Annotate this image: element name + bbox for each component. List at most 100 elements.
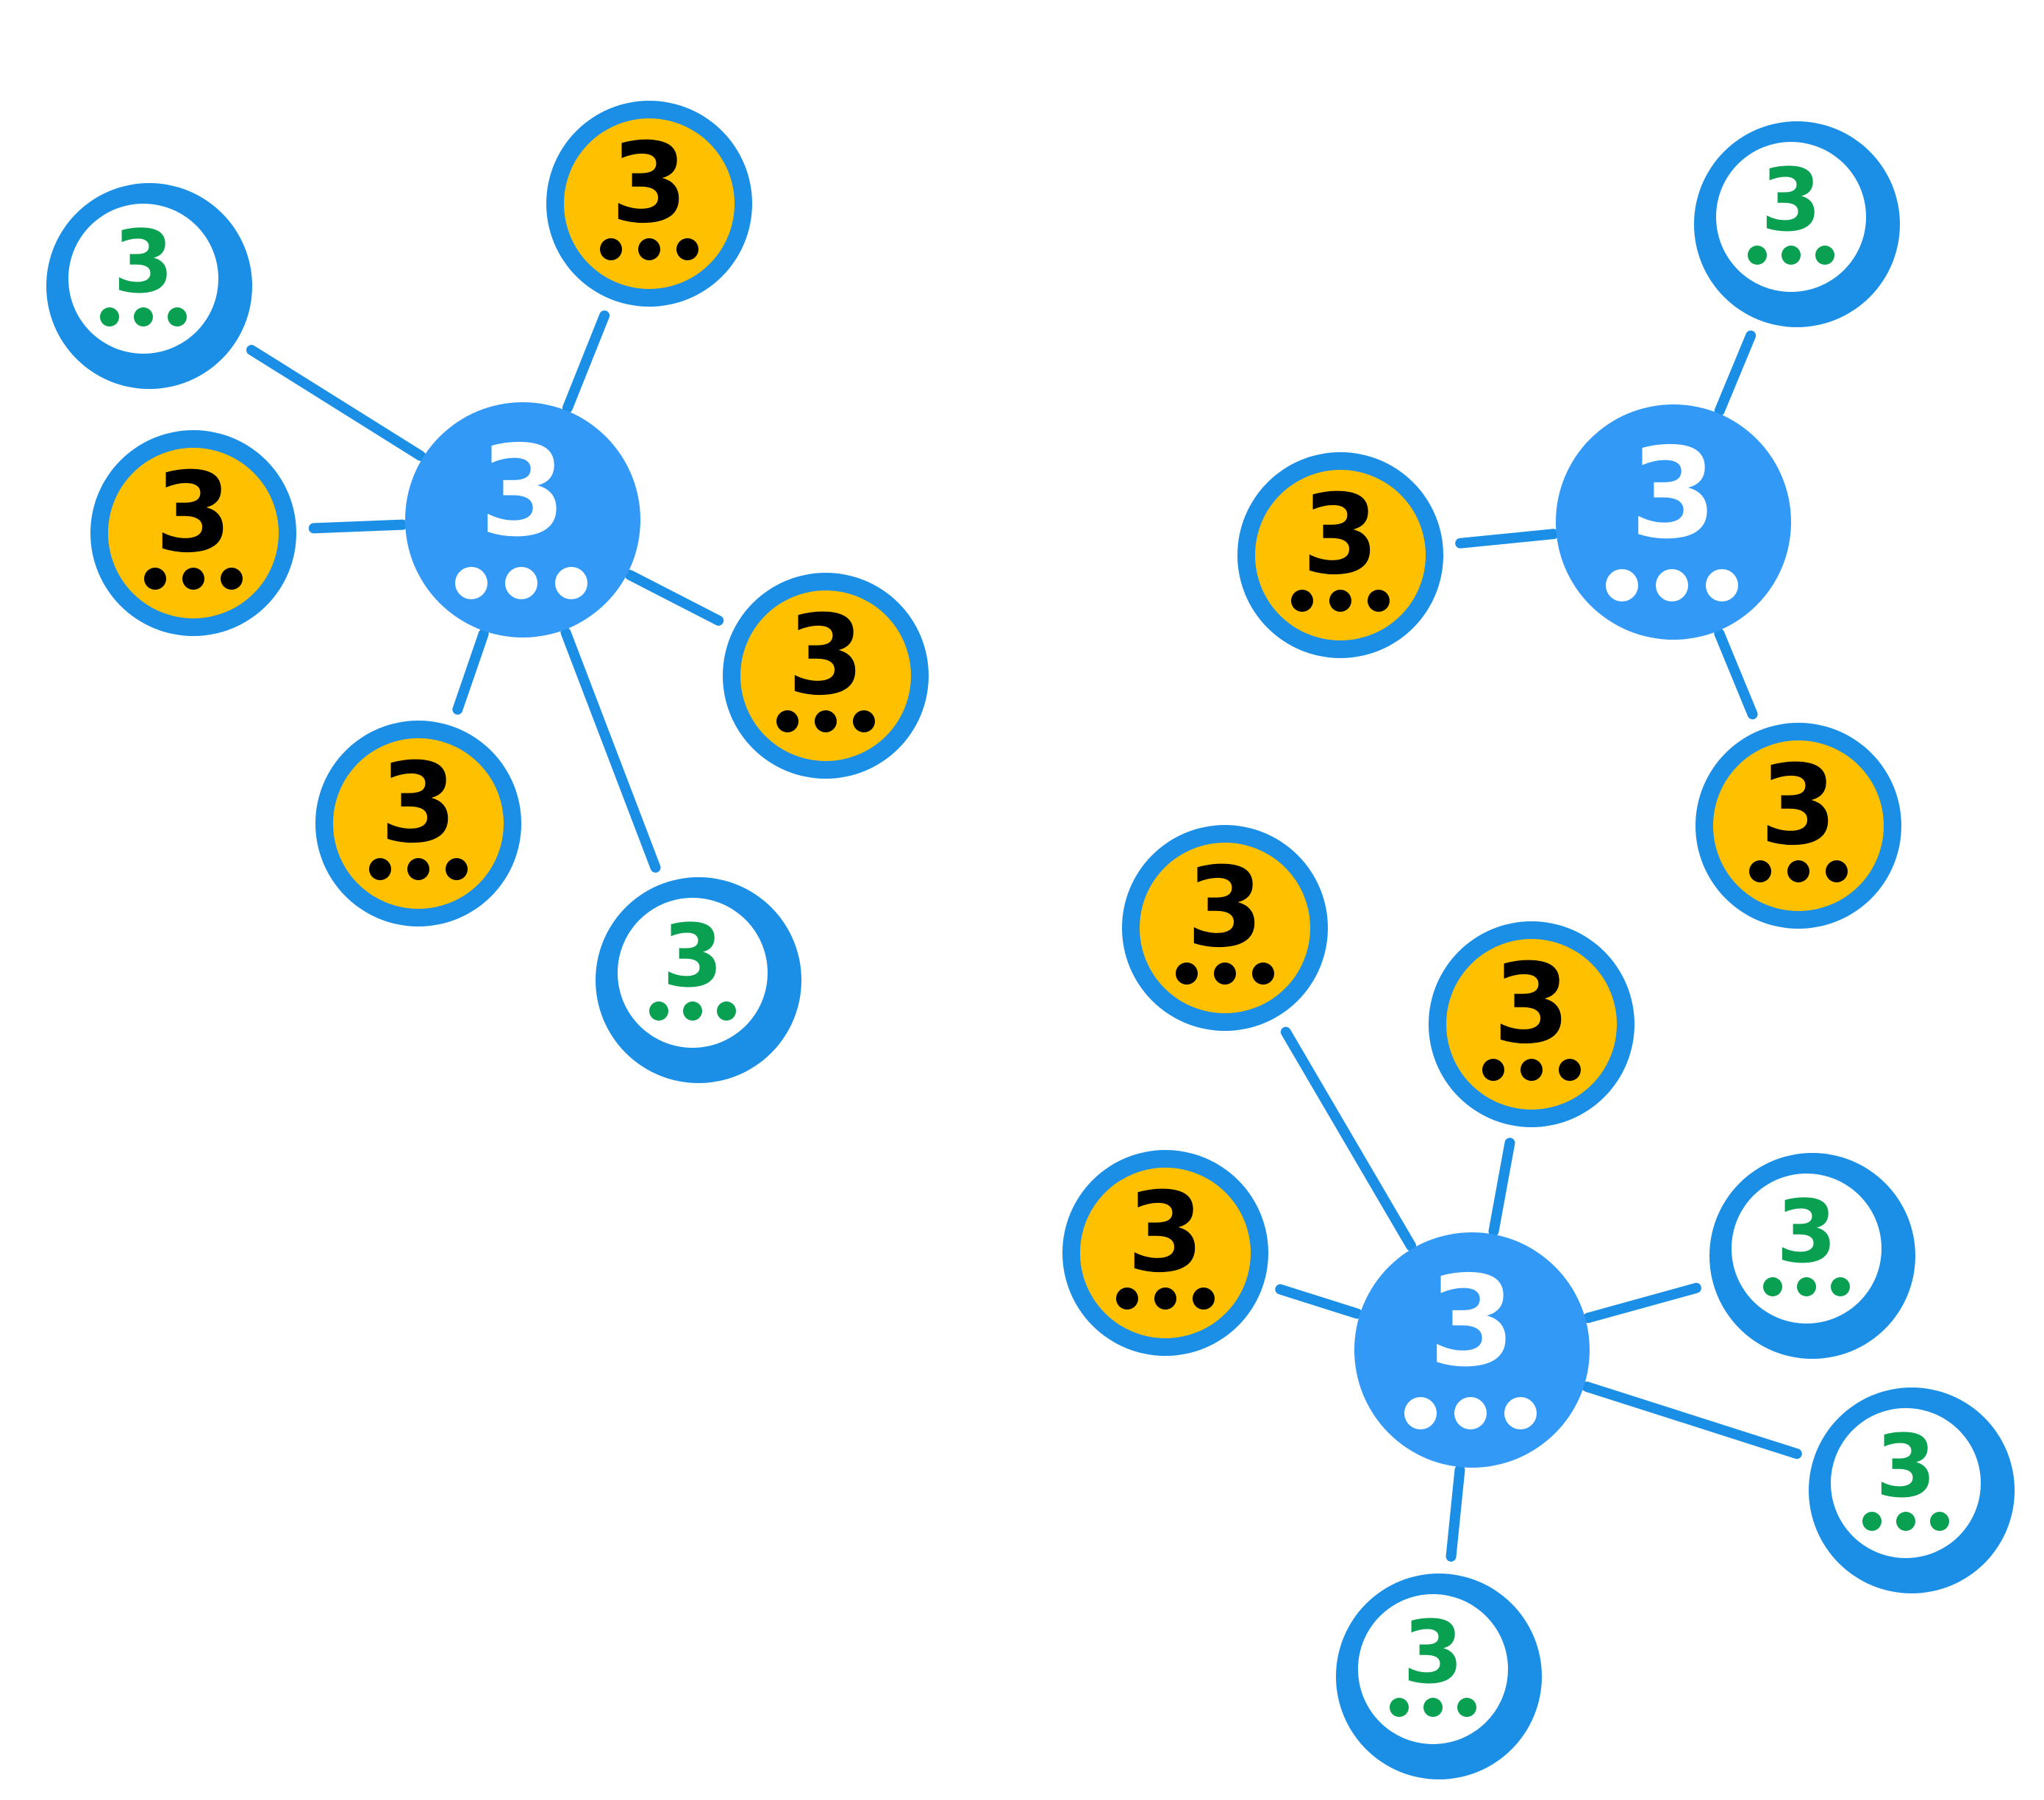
cluster-bottom-leaf-node-6-dot-3 [1457, 1698, 1476, 1717]
cluster-bottom-hub-node-dot-1 [1404, 1397, 1437, 1429]
cluster-top-right-leaf-node-1-dot-2 [1782, 246, 1801, 265]
cluster-bottom-hub-node: 3 [1354, 1232, 1590, 1468]
cluster-top-left-leaf-node-1-dot-2 [134, 307, 153, 326]
cluster-bottom-leaf-node-5: 3 [1809, 1388, 2015, 1593]
cluster-top-left-leaf-node-1-dot-1 [100, 307, 119, 326]
cluster-top-right-leaf-node-3-label: 3 [1760, 742, 1837, 870]
cluster-top-left-leaf-node-6-dot-3 [717, 1001, 736, 1021]
cluster-top-left-edge-5 [452, 629, 489, 715]
cluster-top-left-leaf-node-2: 3 [546, 101, 752, 307]
cluster-top-left-leaf-node-2-dot-3 [676, 238, 698, 260]
cluster-top-left-leaf-node-3-dot-2 [182, 568, 204, 590]
cluster-top-left-leaf-node-6-label: 3 [662, 905, 723, 1007]
cluster-top-right-leaf-node-1-dot-1 [1748, 246, 1767, 265]
cluster-bottom-edge-4 [1583, 1282, 1701, 1324]
cluster-top-right-leaf-node-2-dot-3 [1368, 590, 1390, 612]
cluster-bottom-leaf-node-6: 3 [1336, 1574, 1542, 1779]
cluster-top-left-leaf-node-5: 3 [315, 721, 521, 926]
cluster-top-left-edge-2 [562, 310, 610, 413]
cluster-bottom-leaf-node-2-dot-1 [1482, 1059, 1504, 1081]
cluster-top-left-leaf-node-4-dot-1 [776, 710, 798, 732]
cluster-top-left-leaf-node-3: 3 [90, 430, 296, 636]
cluster-bottom-leaf-node-4-label: 3 [1776, 1181, 1837, 1282]
cluster-bottom-leaf-node-5-label: 3 [1876, 1415, 1936, 1517]
cluster-top-left-leaf-node-3-dot-3 [221, 568, 243, 590]
cluster-top-left-leaf-node-3-dot-1 [144, 568, 166, 590]
cluster-bottom-leaf-node-3-dot-2 [1154, 1288, 1176, 1310]
cluster-top-left-leaf-node-6-dot-1 [649, 1001, 668, 1021]
cluster-top-left-leaf-node-4: 3 [723, 573, 929, 779]
cluster-bottom-leaf-node-5-dot-2 [1896, 1512, 1915, 1531]
cluster-top-right-leaf-node-2: 3 [1237, 452, 1443, 658]
cluster-top-right-hub-node-dot-3 [1706, 569, 1738, 601]
cluster-bottom-leaf-node-2: 3 [1429, 921, 1634, 1127]
cluster-top-left-edge-4 [624, 570, 724, 626]
cluster-bottom-leaf-node-6-label: 3 [1403, 1601, 1463, 1703]
cluster-bottom-leaf-node-5-dot-3 [1930, 1512, 1949, 1531]
cluster-top-right-hub-node-dot-1 [1606, 569, 1638, 601]
cluster-bottom-leaf-node-2-dot-2 [1521, 1059, 1543, 1081]
cluster-bottom-hub-node-label: 3 [1429, 1249, 1515, 1395]
cluster-bottom-leaf-node-6-dot-2 [1423, 1698, 1443, 1717]
cluster-top-left-leaf-node-5-label: 3 [380, 740, 457, 868]
cluster-top-left-leaf-node-4-label: 3 [787, 592, 864, 720]
cluster-bottom-leaf-node-3-dot-3 [1193, 1288, 1215, 1310]
cluster-top-right-leaf-node-1: 3 [1694, 121, 1900, 327]
cluster-bottom-leaf-node-3-label: 3 [1127, 1169, 1204, 1297]
cluster-top-left-leaf-node-4-dot-3 [853, 710, 875, 732]
cluster-bottom-leaf-node-4-dot-1 [1763, 1277, 1782, 1296]
cluster-top-left-leaf-node-5-dot-3 [446, 858, 468, 880]
cluster-top-left-edge-3 [308, 519, 408, 534]
cluster-top-left-leaf-node-3-label: 3 [155, 449, 232, 577]
cluster-bottom-leaf-node-2-dot-3 [1559, 1059, 1581, 1081]
cluster-bottom-edge-5 [1582, 1381, 1802, 1460]
cluster-top-right-edge-1 [1714, 330, 1757, 416]
cluster-bottom-leaf-node-6-dot-1 [1390, 1698, 1409, 1717]
cluster-top-left-leaf-node-6: 3 [596, 877, 801, 1083]
cluster-top-left-leaf-node-5-dot-2 [407, 858, 429, 880]
cluster-top-left-hub-node-dot-3 [555, 567, 587, 599]
cluster-bottom-leaf-node-4-dot-3 [1831, 1277, 1850, 1296]
cluster-top-left-leaf-node-2-dot-1 [600, 238, 622, 260]
cluster-bottom-leaf-node-3: 3 [1062, 1150, 1268, 1356]
cluster-top-left-hub-node-dot-1 [455, 567, 487, 599]
cluster-top-right-hub-node: 3 [1556, 404, 1791, 640]
cluster-top-right-leaf-node-2-dot-1 [1291, 590, 1313, 612]
cluster-top-right-edge-3 [1714, 628, 1758, 720]
cluster-top-left-leaf-node-1: 3 [46, 183, 252, 389]
cluster-top-left-leaf-node-4-dot-2 [815, 710, 837, 732]
cluster-top-left-leaf-node-2-label: 3 [611, 120, 687, 248]
cluster-bottom-leaf-node-4-dot-2 [1797, 1277, 1816, 1296]
cluster-top-left-edge-1 [246, 345, 426, 461]
cluster-bottom-edge-6 [1446, 1465, 1465, 1562]
cluster-bottom-leaf-node-1-label: 3 [1187, 844, 1263, 972]
cluster-bottom-leaf-node-1-dot-1 [1176, 963, 1198, 985]
cluster-bottom-hub-node-dot-3 [1504, 1397, 1537, 1429]
cluster-top-left-hub-node: 3 [405, 402, 640, 638]
cluster-top-left-leaf-node-2-dot-2 [638, 238, 660, 260]
cluster-bottom-hub-node-dot-2 [1454, 1397, 1487, 1429]
cluster-bottom-edge-2 [1488, 1138, 1515, 1237]
cluster-bottom-leaf-node-3-dot-1 [1116, 1288, 1138, 1310]
cluster-bottom-leaf-node-1-dot-2 [1214, 963, 1236, 985]
cluster-bottom-edge-3 [1275, 1284, 1362, 1319]
cluster-bottom-edge-1 [1280, 1026, 1417, 1251]
cluster-top-right-leaf-node-3-dot-2 [1787, 860, 1809, 882]
cluster-top-right-leaf-node-3-dot-3 [1826, 860, 1848, 882]
cluster-top-left-leaf-node-5-dot-1 [369, 858, 391, 880]
cluster-top-right-leaf-node-2-label: 3 [1302, 471, 1379, 599]
cluster-top-left-leaf-node-1-dot-3 [168, 307, 187, 326]
cluster-top-right-edge-2 [1455, 529, 1559, 549]
cluster-top-right-leaf-node-3: 3 [1695, 723, 1901, 929]
cluster-top-right-hub-node-label: 3 [1630, 421, 1717, 567]
cluster-top-right-leaf-node-1-dot-3 [1815, 246, 1834, 265]
cluster-bottom-leaf-node-1-dot-3 [1252, 963, 1274, 985]
cluster-bottom-leaf-node-5-dot-1 [1862, 1512, 1882, 1531]
cluster-bottom-leaf-node-1: 3 [1122, 825, 1328, 1031]
cluster-top-right-leaf-node-3-dot-1 [1749, 860, 1771, 882]
cluster-top-left-leaf-node-6-dot-2 [683, 1001, 702, 1021]
cluster-top-left-leaf-node-1-label: 3 [113, 211, 174, 312]
